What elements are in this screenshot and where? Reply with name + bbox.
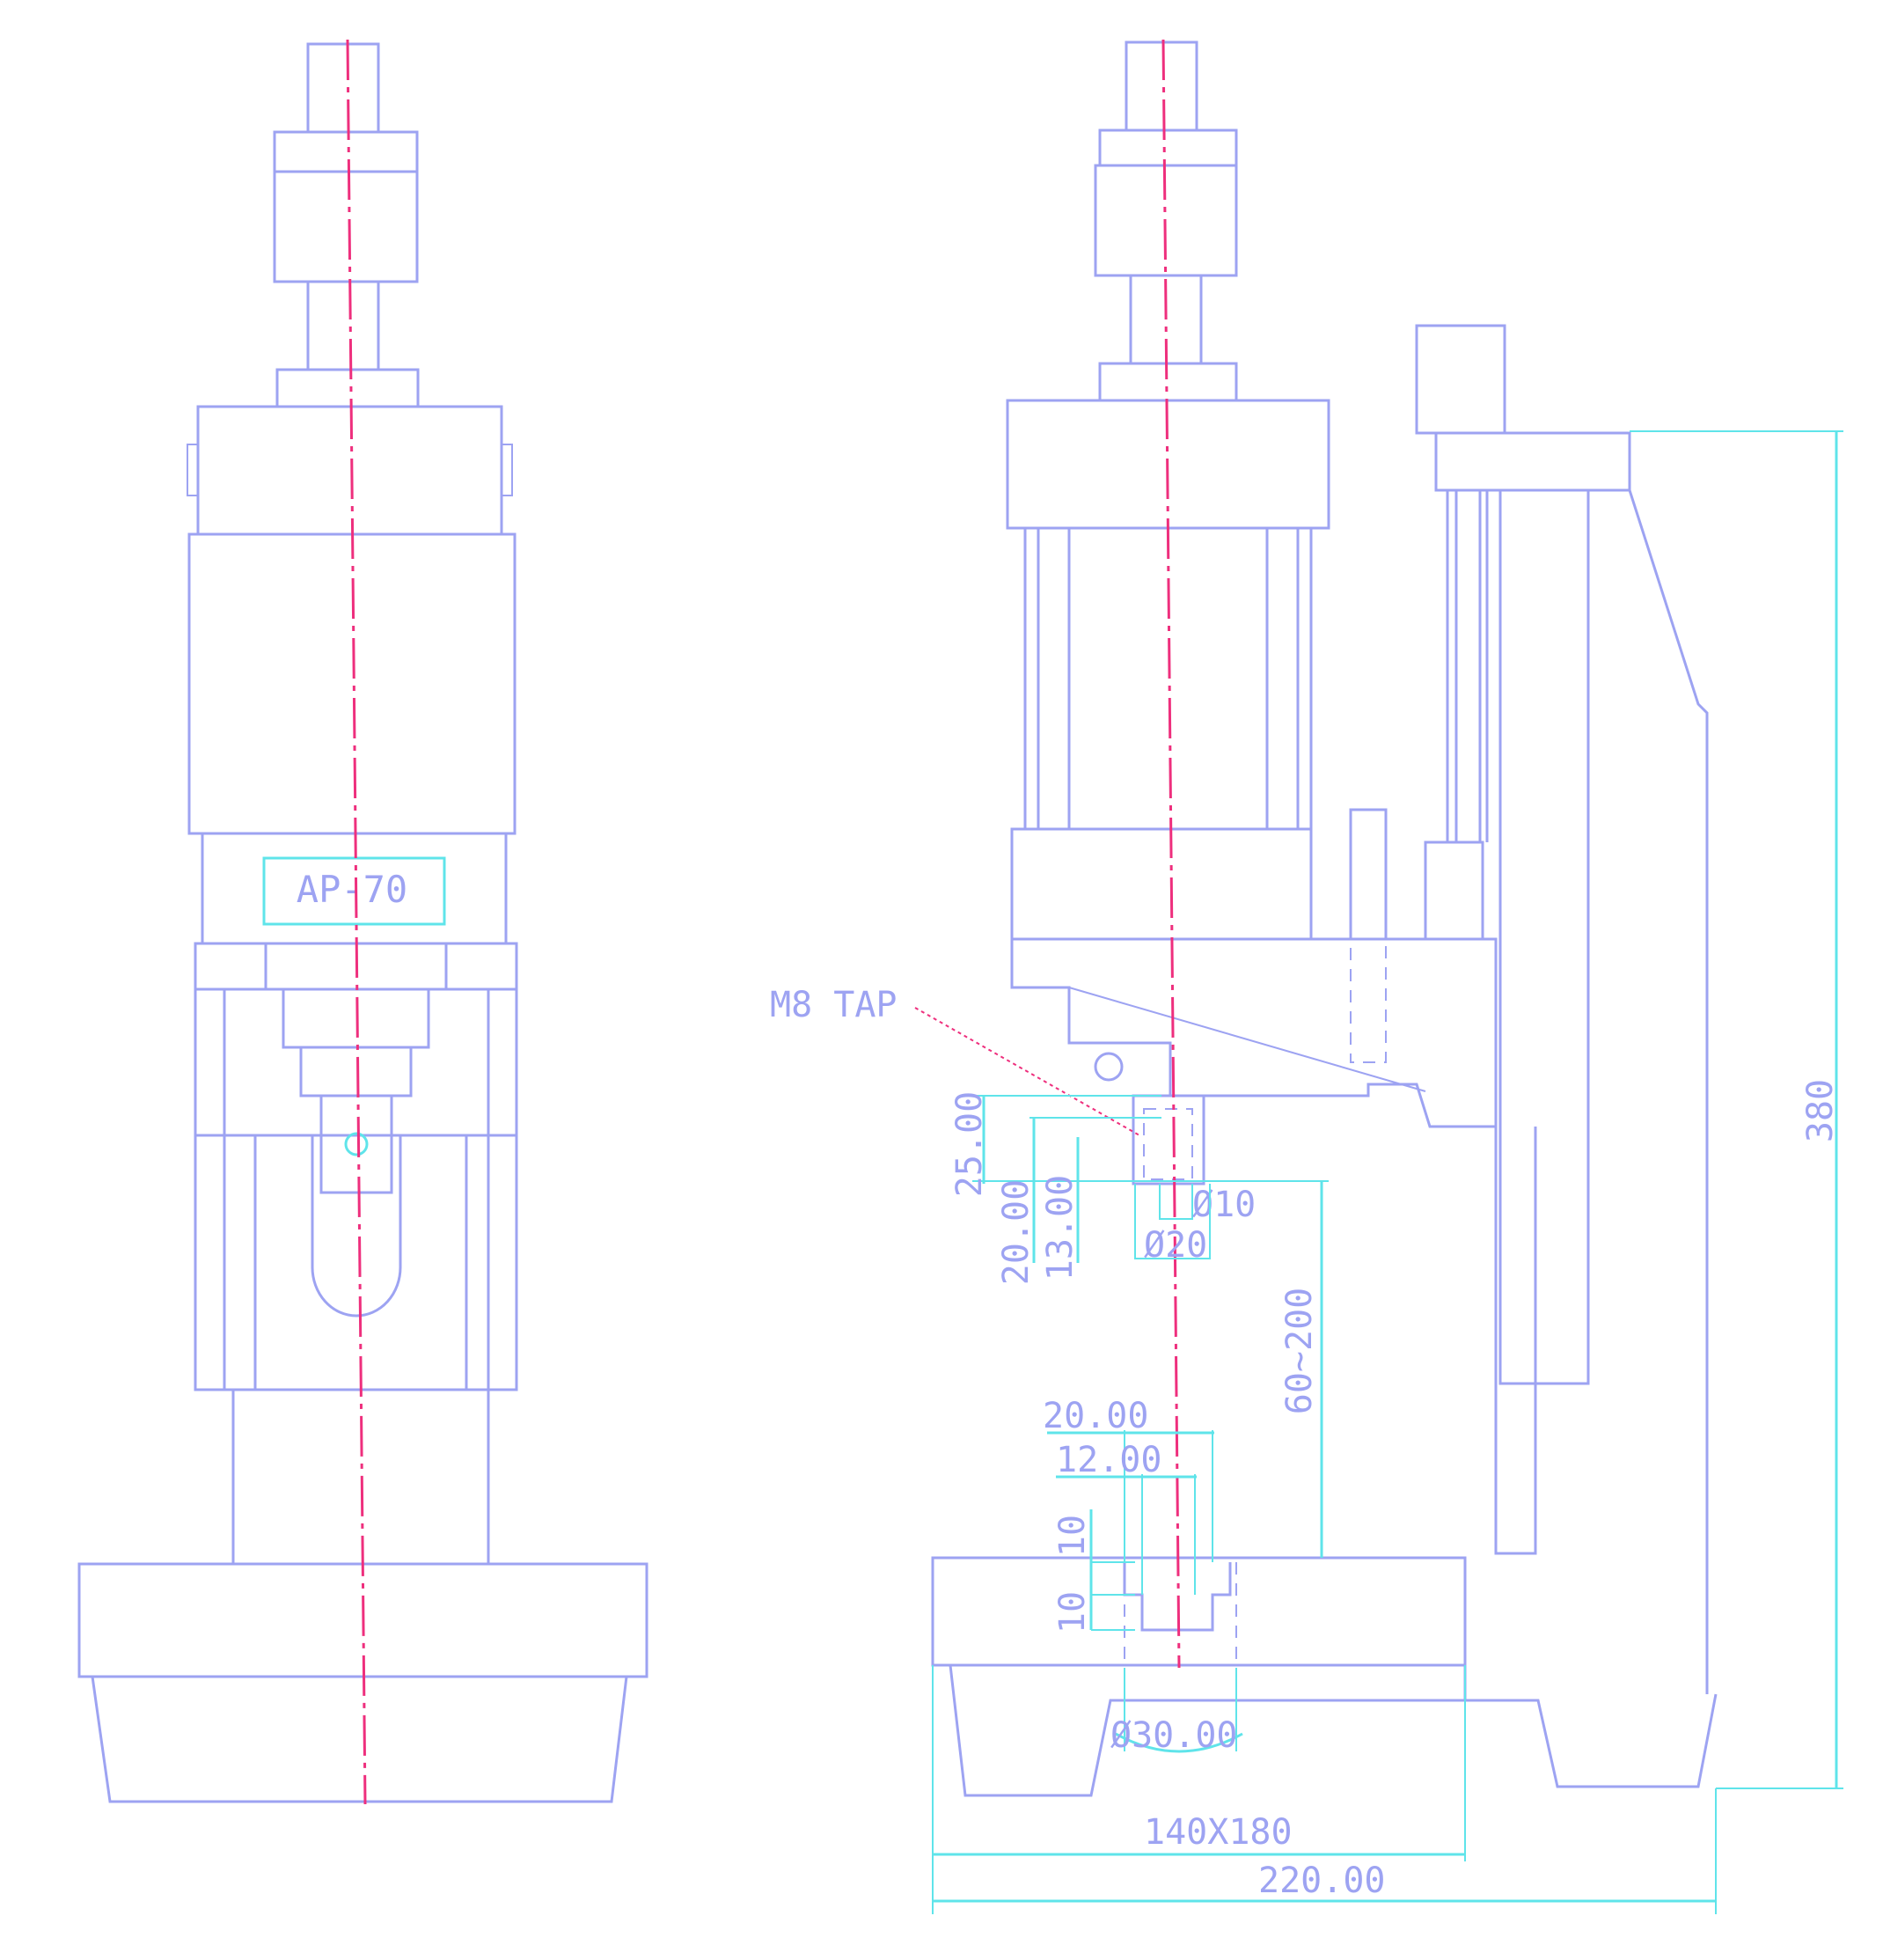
side-tie-rod-right [1265,526,1313,831]
front-tap-hole [344,1132,369,1156]
front-frame [194,987,518,1391]
dim-bore-large [1134,1184,1211,1259]
side-top-arm [1434,431,1631,492]
dim-table-12-label: 12.00 [1056,1440,1161,1480]
side-gland [1098,362,1238,402]
front-u-guide [311,1135,402,1318]
dim-stroke-label: 60~200 [1279,1288,1320,1415]
front-piston-rod [306,42,380,134]
nameplate [262,856,446,926]
front-ram-step-2 [299,1046,413,1097]
tap-leader [914,1007,1140,1136]
dim-20-label: 20.00 [996,1179,1037,1285]
front-port-right [501,444,513,496]
front-cylinder-head [196,405,503,536]
dim-13-label: 13.00 [1040,1175,1081,1281]
side-guide-pin-hidden [1350,938,1387,1063]
side-centerline [1161,39,1181,1669]
front-base-foot [91,1676,628,1803]
dim-bore-large-label: Ø20 [1144,1225,1207,1266]
dim-25-label: 25.00 [949,1091,990,1197]
dim-hole-label: Ø30.00 [1110,1715,1238,1756]
dim-table-20-label: 20.00 [1043,1396,1148,1436]
dim-380-label: 380 [1800,1079,1841,1142]
side-vertical-slide [1498,488,1590,1385]
dim-table-depth-upper-label: 10 [1052,1515,1093,1557]
front-gland [275,368,420,408]
side-base-plate [931,1556,1467,1667]
front-view: AP-70 [77,39,648,1805]
nameplate-text: AP-70 [297,868,407,911]
side-top-cap [1415,324,1506,435]
front-rod-nut [273,170,419,283]
dim-bore-small [1159,1184,1193,1220]
side-tie-rod-left [1023,526,1071,831]
side-frame-back [1628,489,1709,1694]
side-base-foot [949,1664,1718,1797]
side-ram-bore [1132,1094,1205,1186]
dim-table-depth-lower-label: 10 [1052,1591,1093,1633]
side-rod-nut-collar [1098,128,1238,167]
dim-bore-small-label: Ø10 [1192,1185,1256,1225]
side-ram-head [1010,937,1498,1128]
side-column-block [1424,841,1484,941]
front-rod-nut-collar [273,130,419,173]
dim-base-label: 140X180 [1144,1812,1293,1853]
side-piston-rod [1125,40,1198,132]
dim-depth-label: 220.00 [1258,1861,1386,1901]
front-ram-tip [319,1094,393,1194]
side-ram-slope [1068,987,1426,1092]
side-view: M8 TAP [770,39,1718,1797]
side-frame-front [1494,1127,1537,1555]
tap-note: M8 TAP [770,985,898,1025]
front-port-left [187,444,199,496]
side-cylinder-cap [1010,827,1313,941]
front-rod-mid [306,280,380,371]
side-guide-pin [1349,808,1388,941]
side-ram-bore-hidden [1143,1108,1193,1180]
dimensions: 380 60~200 25.00 20.00 13.00 Ø10 Ø20 20.… [932,430,1843,1914]
front-centerline [346,39,367,1805]
dim-hole-arc [1115,1732,1243,1753]
side-ram-screw [1094,1052,1124,1082]
